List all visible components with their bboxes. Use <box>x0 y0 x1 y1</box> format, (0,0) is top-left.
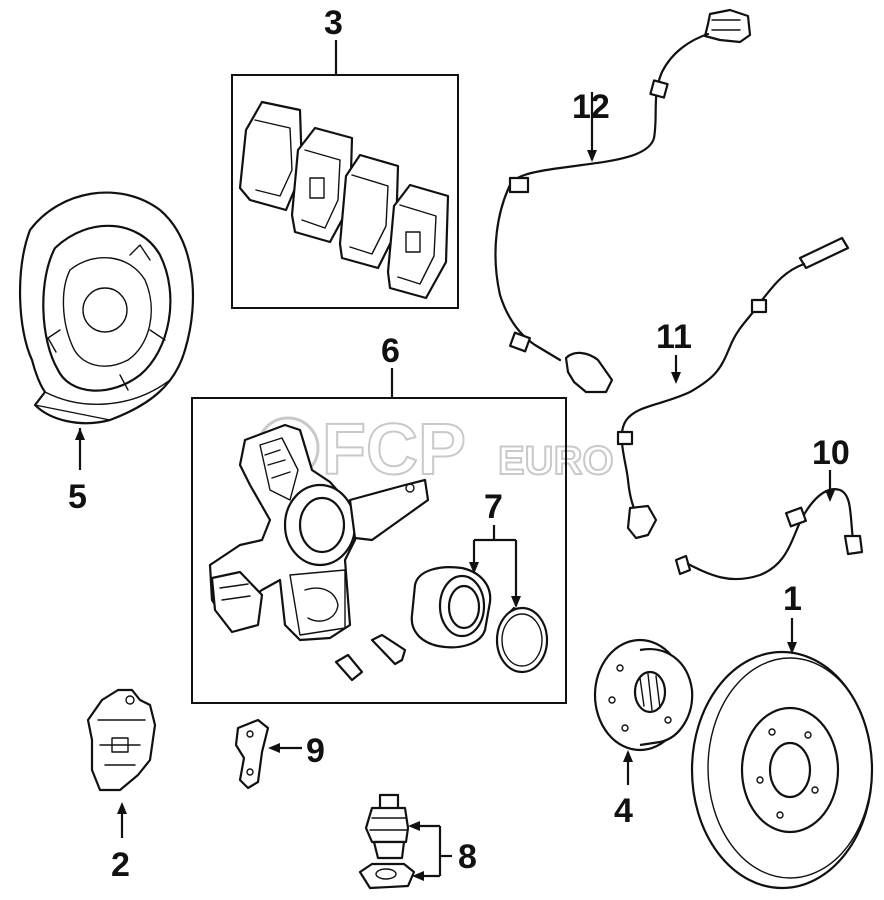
wheel-bearing[interactable] <box>410 566 492 649</box>
knuckle-bolts <box>334 633 407 682</box>
small-bracket[interactable] <box>234 718 302 790</box>
callout-5: 5 <box>68 478 87 516</box>
callout-2: 2 <box>111 846 130 884</box>
callout-4: 4 <box>614 792 633 830</box>
callout-8: 8 <box>458 838 477 876</box>
knuckle-frame <box>191 397 567 704</box>
callout-1: 1 <box>783 580 802 618</box>
callout-3: 3 <box>324 4 343 42</box>
watermark-brand: FCP <box>322 410 466 490</box>
dust-shield[interactable] <box>19 191 194 470</box>
watermark-suffix: EURO <box>498 439 614 483</box>
abs-sensor-middle[interactable] <box>616 236 850 540</box>
pad-2 <box>290 126 354 244</box>
pad-set-frame <box>231 74 459 309</box>
abs-sensor-front[interactable] <box>494 8 752 394</box>
ball-joint[interactable] <box>358 793 452 890</box>
caliper-bracket[interactable] <box>86 688 157 838</box>
callout-10: 10 <box>812 434 850 472</box>
abs-sensor-rear[interactable] <box>674 470 864 581</box>
brake-pad-set[interactable] <box>231 40 459 309</box>
brake-rotor[interactable] <box>690 618 874 890</box>
pad-3 <box>338 153 400 270</box>
callout-7: 7 <box>484 488 503 526</box>
watermark: FCP EURO <box>256 409 615 491</box>
callout-9: 9 <box>306 732 325 770</box>
wheel-hub[interactable] <box>593 638 694 785</box>
callout-12: 12 <box>572 88 610 126</box>
snap-ring[interactable] <box>495 606 549 674</box>
callout-6: 6 <box>381 332 400 370</box>
knuckle-assembly[interactable] <box>191 368 567 704</box>
callout-11: 11 <box>656 318 692 356</box>
pad-4 <box>386 183 450 300</box>
